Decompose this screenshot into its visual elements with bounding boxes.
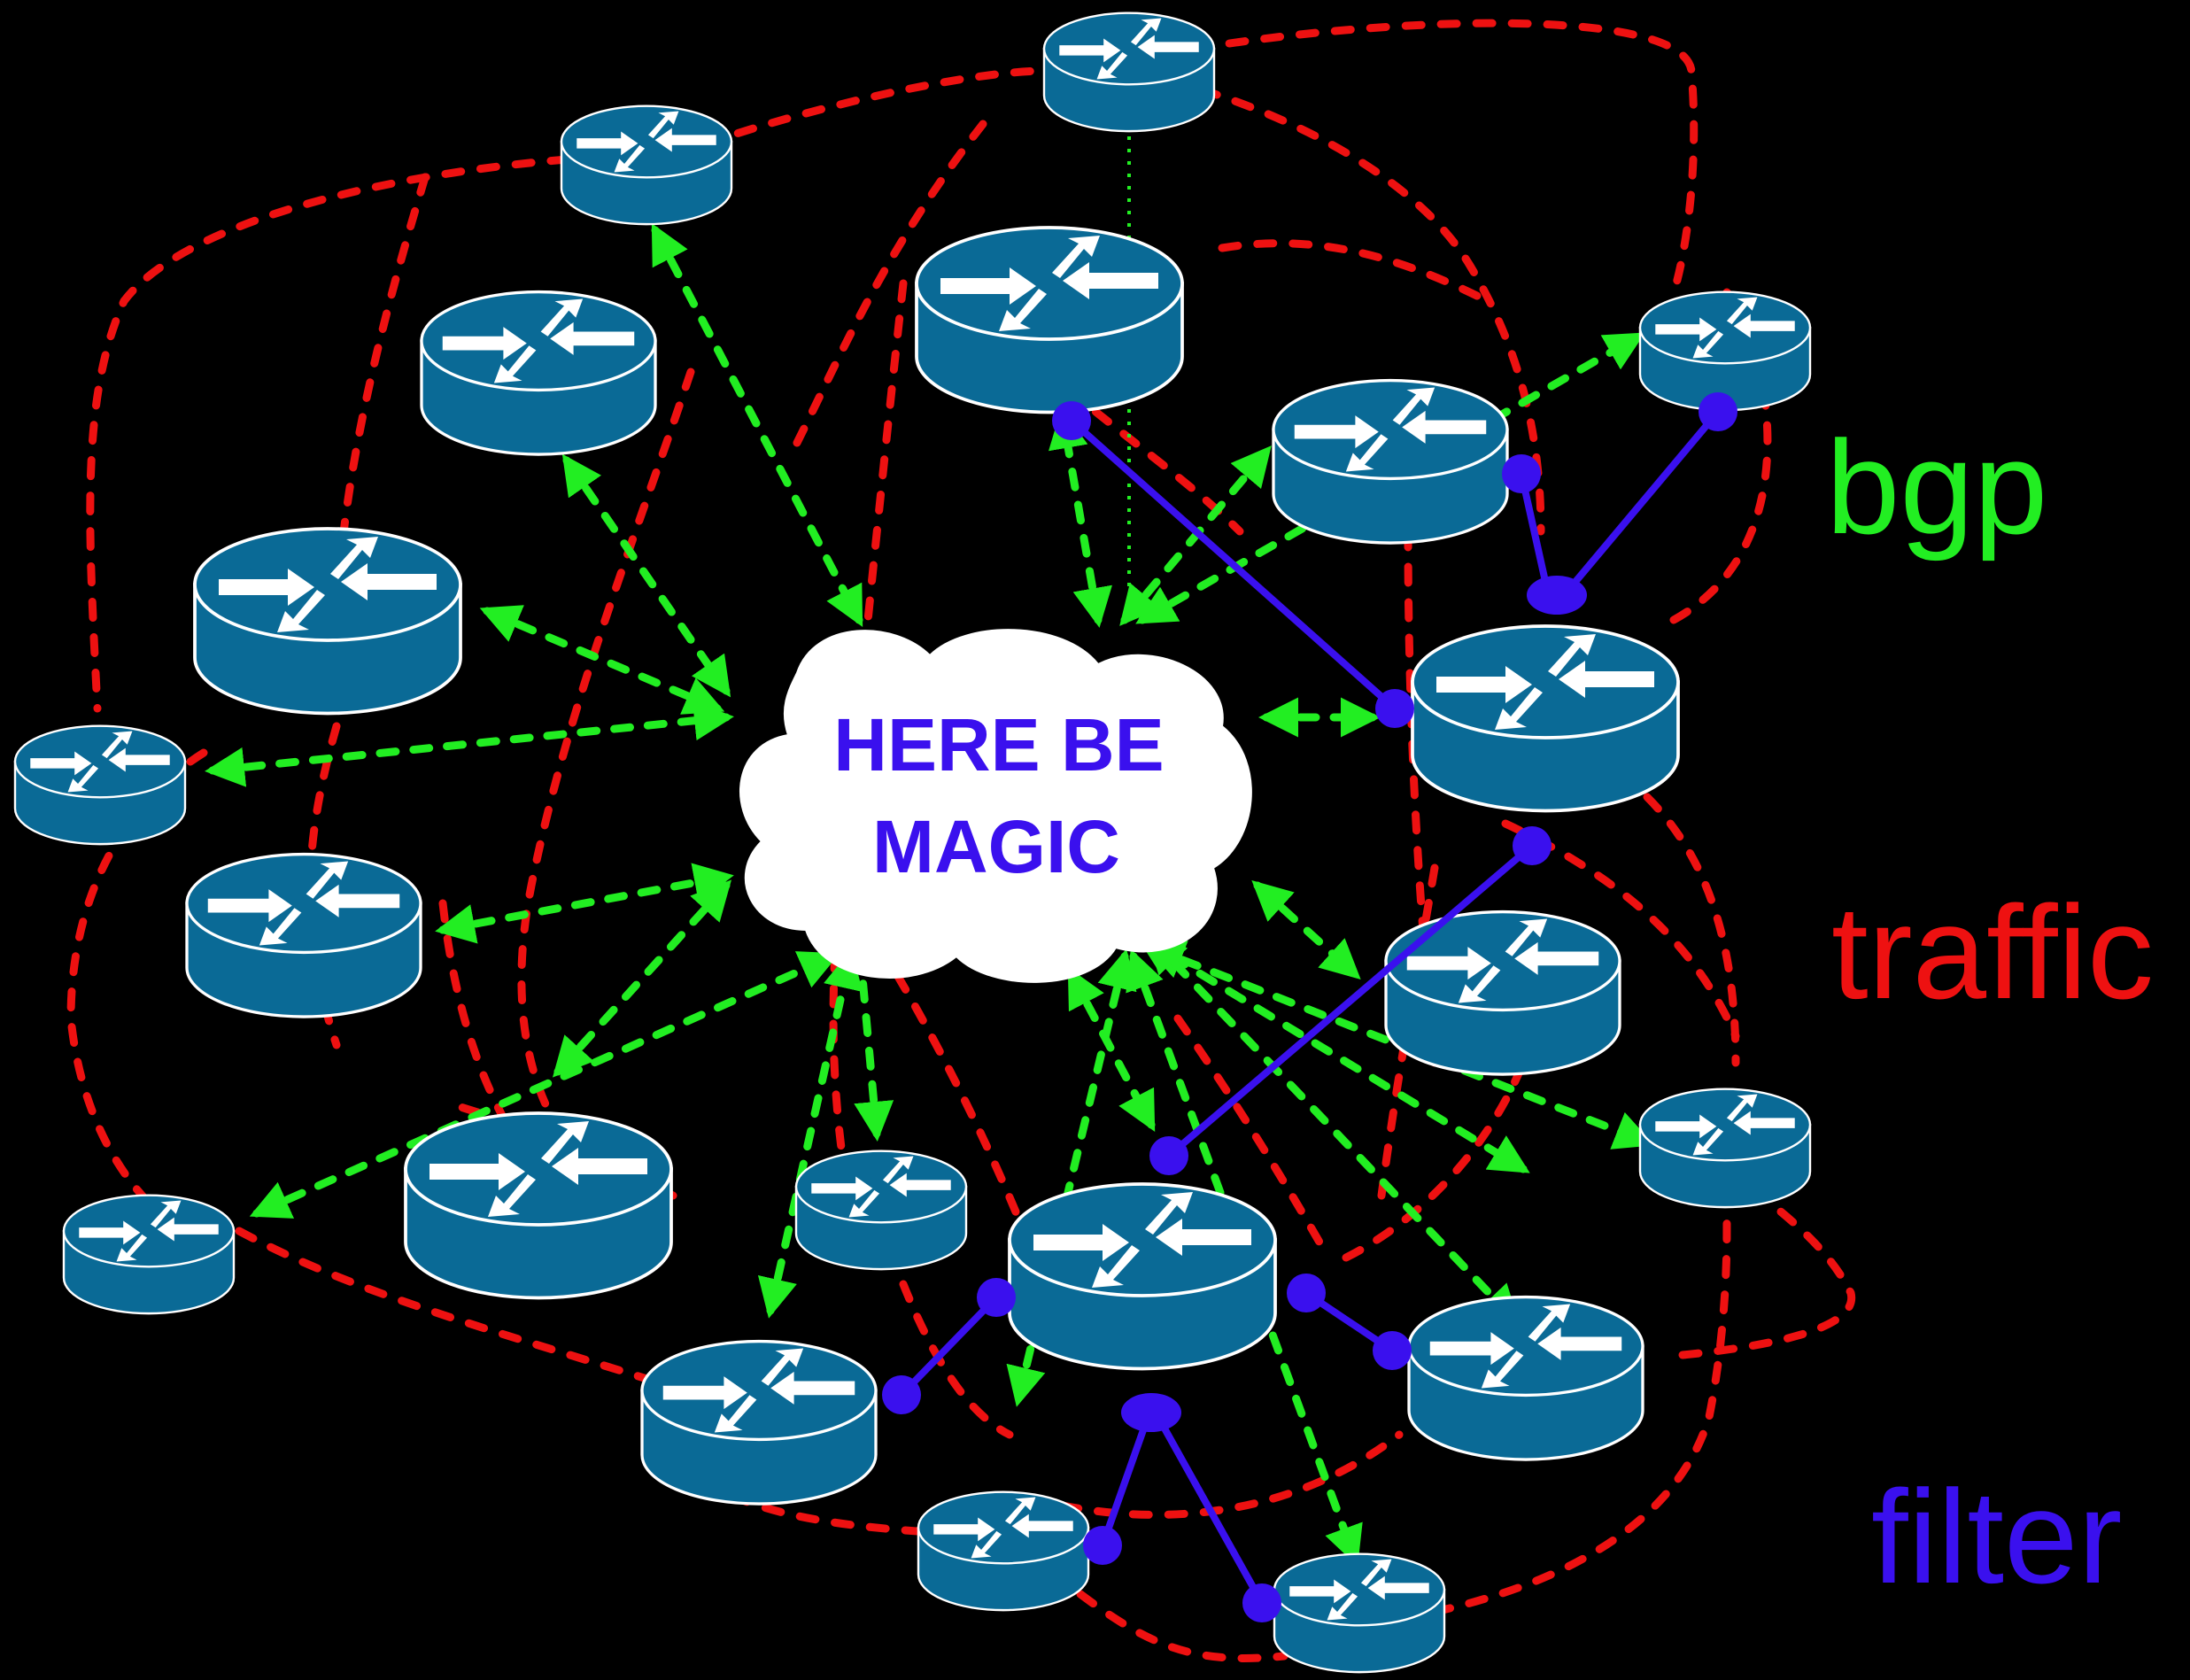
filter-lines bbox=[899, 409, 1722, 1605]
router-icon[interactable] bbox=[1044, 13, 1214, 131]
router-icon[interactable] bbox=[1640, 1089, 1810, 1207]
legend-filter: filter bbox=[1871, 1462, 2123, 1611]
router-icon[interactable] bbox=[642, 1342, 876, 1504]
router-icon[interactable] bbox=[195, 529, 460, 714]
cloud-text-line1: HERE BE bbox=[833, 703, 1164, 786]
router-icon[interactable] bbox=[1273, 381, 1507, 543]
router-icon[interactable] bbox=[796, 1151, 966, 1269]
router-icon[interactable] bbox=[1409, 1297, 1643, 1459]
router-icon[interactable] bbox=[561, 106, 731, 224]
router-icon[interactable] bbox=[187, 855, 421, 1017]
router-icon[interactable] bbox=[1274, 1554, 1444, 1672]
router-icon[interactable] bbox=[1640, 292, 1810, 410]
router-icon[interactable] bbox=[918, 1492, 1088, 1610]
filter-dots bbox=[882, 392, 1737, 1622]
router-icon[interactable] bbox=[1010, 1184, 1275, 1369]
router-icon[interactable] bbox=[64, 1196, 234, 1313]
router-icon[interactable] bbox=[1412, 626, 1678, 811]
router-icon[interactable] bbox=[422, 292, 655, 454]
cloud-text-line2: MAGIC bbox=[872, 805, 1120, 888]
cloud-icon: HERE BE MAGIC bbox=[739, 629, 1252, 983]
router-icon[interactable] bbox=[406, 1113, 671, 1298]
router-icon[interactable] bbox=[917, 228, 1182, 413]
router-icon[interactable] bbox=[15, 726, 185, 844]
legend-traffic: traffic bbox=[1831, 878, 2155, 1026]
legend-bgp: bgp bbox=[1826, 413, 2048, 561]
